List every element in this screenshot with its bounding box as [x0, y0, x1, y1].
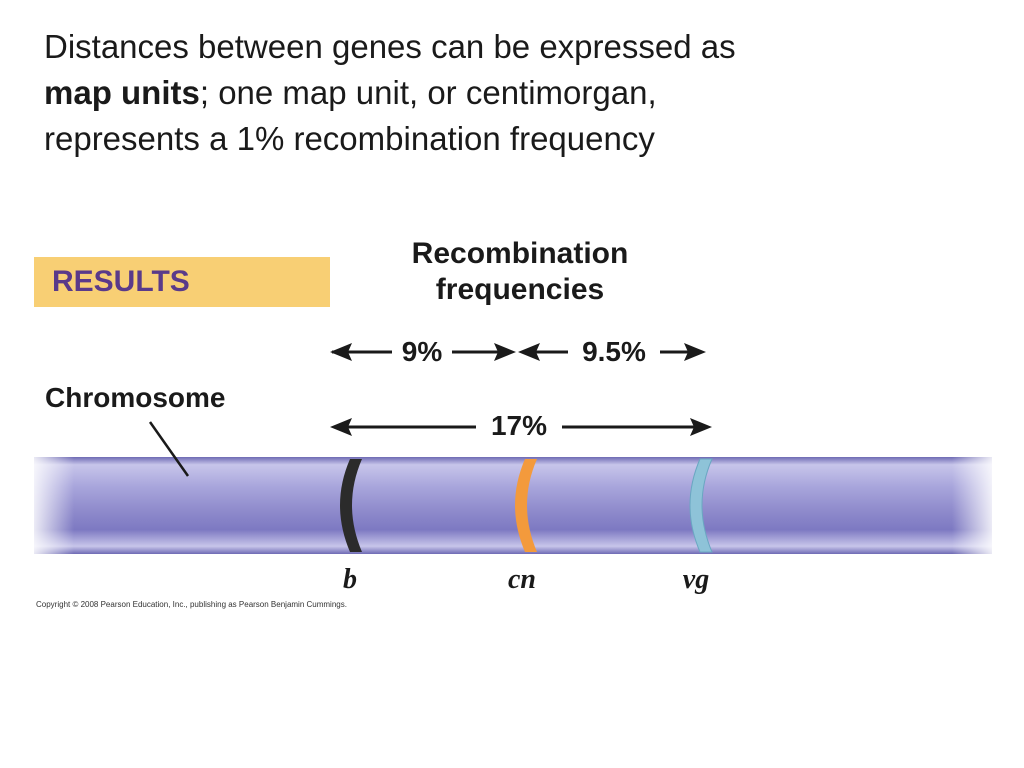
heading-line-2: map units; one map unit, or centimorgan, [44, 70, 944, 116]
arrow-b-vg [330, 418, 712, 436]
heading-line-2-rest: ; one map unit, or centimorgan, [199, 74, 657, 111]
recombination-title-line-2: frequencies [435, 273, 605, 306]
heading-line-3: represents a 1% recombination frequency [44, 120, 655, 157]
gene-label-cn: cn [508, 564, 536, 595]
chromosome-fade-left [34, 457, 74, 554]
gene-label-b: b [343, 564, 357, 595]
chromosome-bar [34, 457, 992, 554]
heading-line-1: Distances between genes can be expressed… [44, 28, 736, 65]
band-cn [515, 459, 537, 552]
interval-cn-vg-label: 9.5% [582, 336, 646, 367]
chromosome-label: Chromosome [45, 382, 226, 413]
gene-label-vg: vg [682, 564, 710, 595]
band-vg [689, 458, 713, 553]
recombination-title-line-1: Recombination [411, 237, 629, 270]
chromosome-fade-right [952, 457, 992, 554]
recombination-title: Recombination frequencies [380, 236, 660, 308]
arrow-b-cn [330, 343, 516, 361]
copyright-notice: Copyright © 2008 Pearson Education, Inc.… [36, 600, 347, 609]
results-label: RESULTS [52, 265, 190, 298]
interval-b-cn-label: 9% [401, 336, 443, 367]
heading-text: Distances between genes can be expressed… [44, 24, 944, 162]
heading-bold-term: map units [44, 74, 200, 111]
arrow-cn-vg [518, 343, 706, 361]
band-b [340, 459, 362, 552]
chromosome-pointer-line [148, 421, 190, 477]
results-box: RESULTS [34, 257, 330, 307]
interval-b-vg-label: 17% [490, 410, 548, 441]
